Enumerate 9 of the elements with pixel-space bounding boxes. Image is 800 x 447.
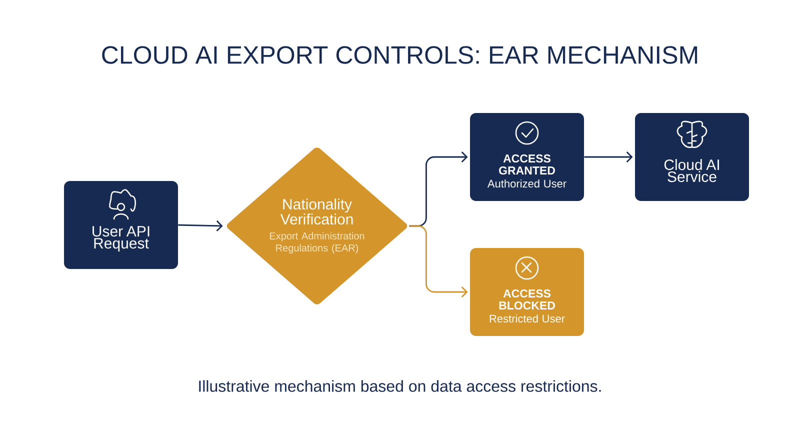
process-box: User API Request: [64, 181, 178, 269]
process-box: Cloud AI Service: [635, 113, 749, 201]
title: CLOUD AI EXPORT CONTROLS: EAR MECHANISM: [102, 46, 698, 64]
arrow: [409, 225, 468, 298]
process-box: ACCESS BLOCKED Restricted User: [470, 248, 584, 336]
caption: Illustrative mechanism based on data access restrictions.: [199, 380, 601, 392]
arrow: [178, 220, 223, 232]
arrow: [584, 152, 633, 162]
process-box: ACCESS GRANTED Authorized User: [470, 113, 584, 201]
